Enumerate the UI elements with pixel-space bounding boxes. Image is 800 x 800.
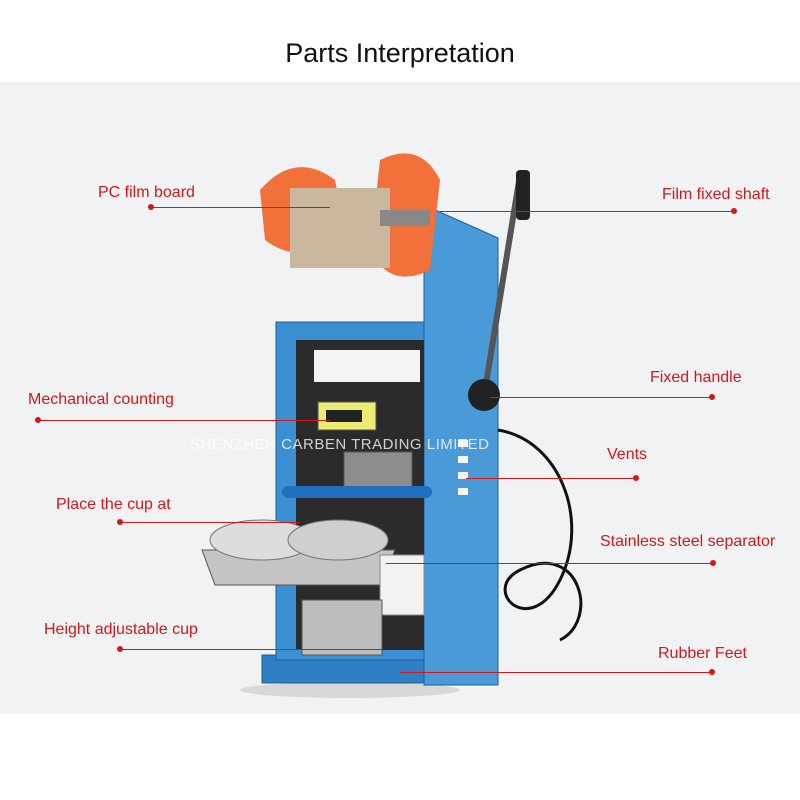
label-place-the-cup: Place the cup at	[56, 496, 171, 513]
leader-dot-place-the-cup	[117, 519, 123, 525]
label-fixed-handle: Fixed handle	[650, 369, 742, 386]
page-title: Parts Interpretation	[285, 38, 515, 68]
leader-line-place-the-cup	[120, 522, 300, 523]
leader-dot-mechanical-counting	[35, 417, 41, 423]
leader-line-height-adjustable-cup	[120, 649, 382, 650]
watermark-text: SHENZHEN CARBEN TRADING LIMITED	[190, 436, 490, 453]
label-stainless-steel-separator: Stainless steel separator	[600, 533, 776, 550]
leader-dot-pc-film-board	[148, 204, 154, 210]
label-pc-film-board: PC film board	[98, 184, 195, 201]
leader-line-stainless-steel-separator	[386, 563, 713, 564]
leader-dot-rubber-feet	[709, 669, 715, 675]
leader-line-pc-film-board	[150, 207, 330, 208]
leader-dot-film-fixed-shaft	[731, 208, 737, 214]
leader-dot-fixed-handle	[709, 394, 715, 400]
leader-line-film-fixed-shaft	[440, 211, 734, 212]
leader-line-vents	[466, 478, 636, 479]
label-mechanical-counting: Mechanical counting	[28, 391, 174, 408]
leader-line-fixed-handle	[490, 397, 712, 398]
leader-dot-height-adjustable-cup	[117, 646, 123, 652]
leader-line-rubber-feet	[400, 672, 712, 673]
label-vents: Vents	[607, 446, 648, 463]
label-rubber-feet: Rubber Feet	[658, 645, 747, 662]
label-height-adjustable-cup: Height adjustable cup	[44, 621, 198, 638]
leader-dot-vents	[633, 475, 639, 481]
leader-dot-stainless-steel-separator	[710, 560, 716, 566]
leader-line-mechanical-counting	[38, 420, 330, 421]
label-film-fixed-shaft: Film fixed shaft	[662, 186, 770, 203]
